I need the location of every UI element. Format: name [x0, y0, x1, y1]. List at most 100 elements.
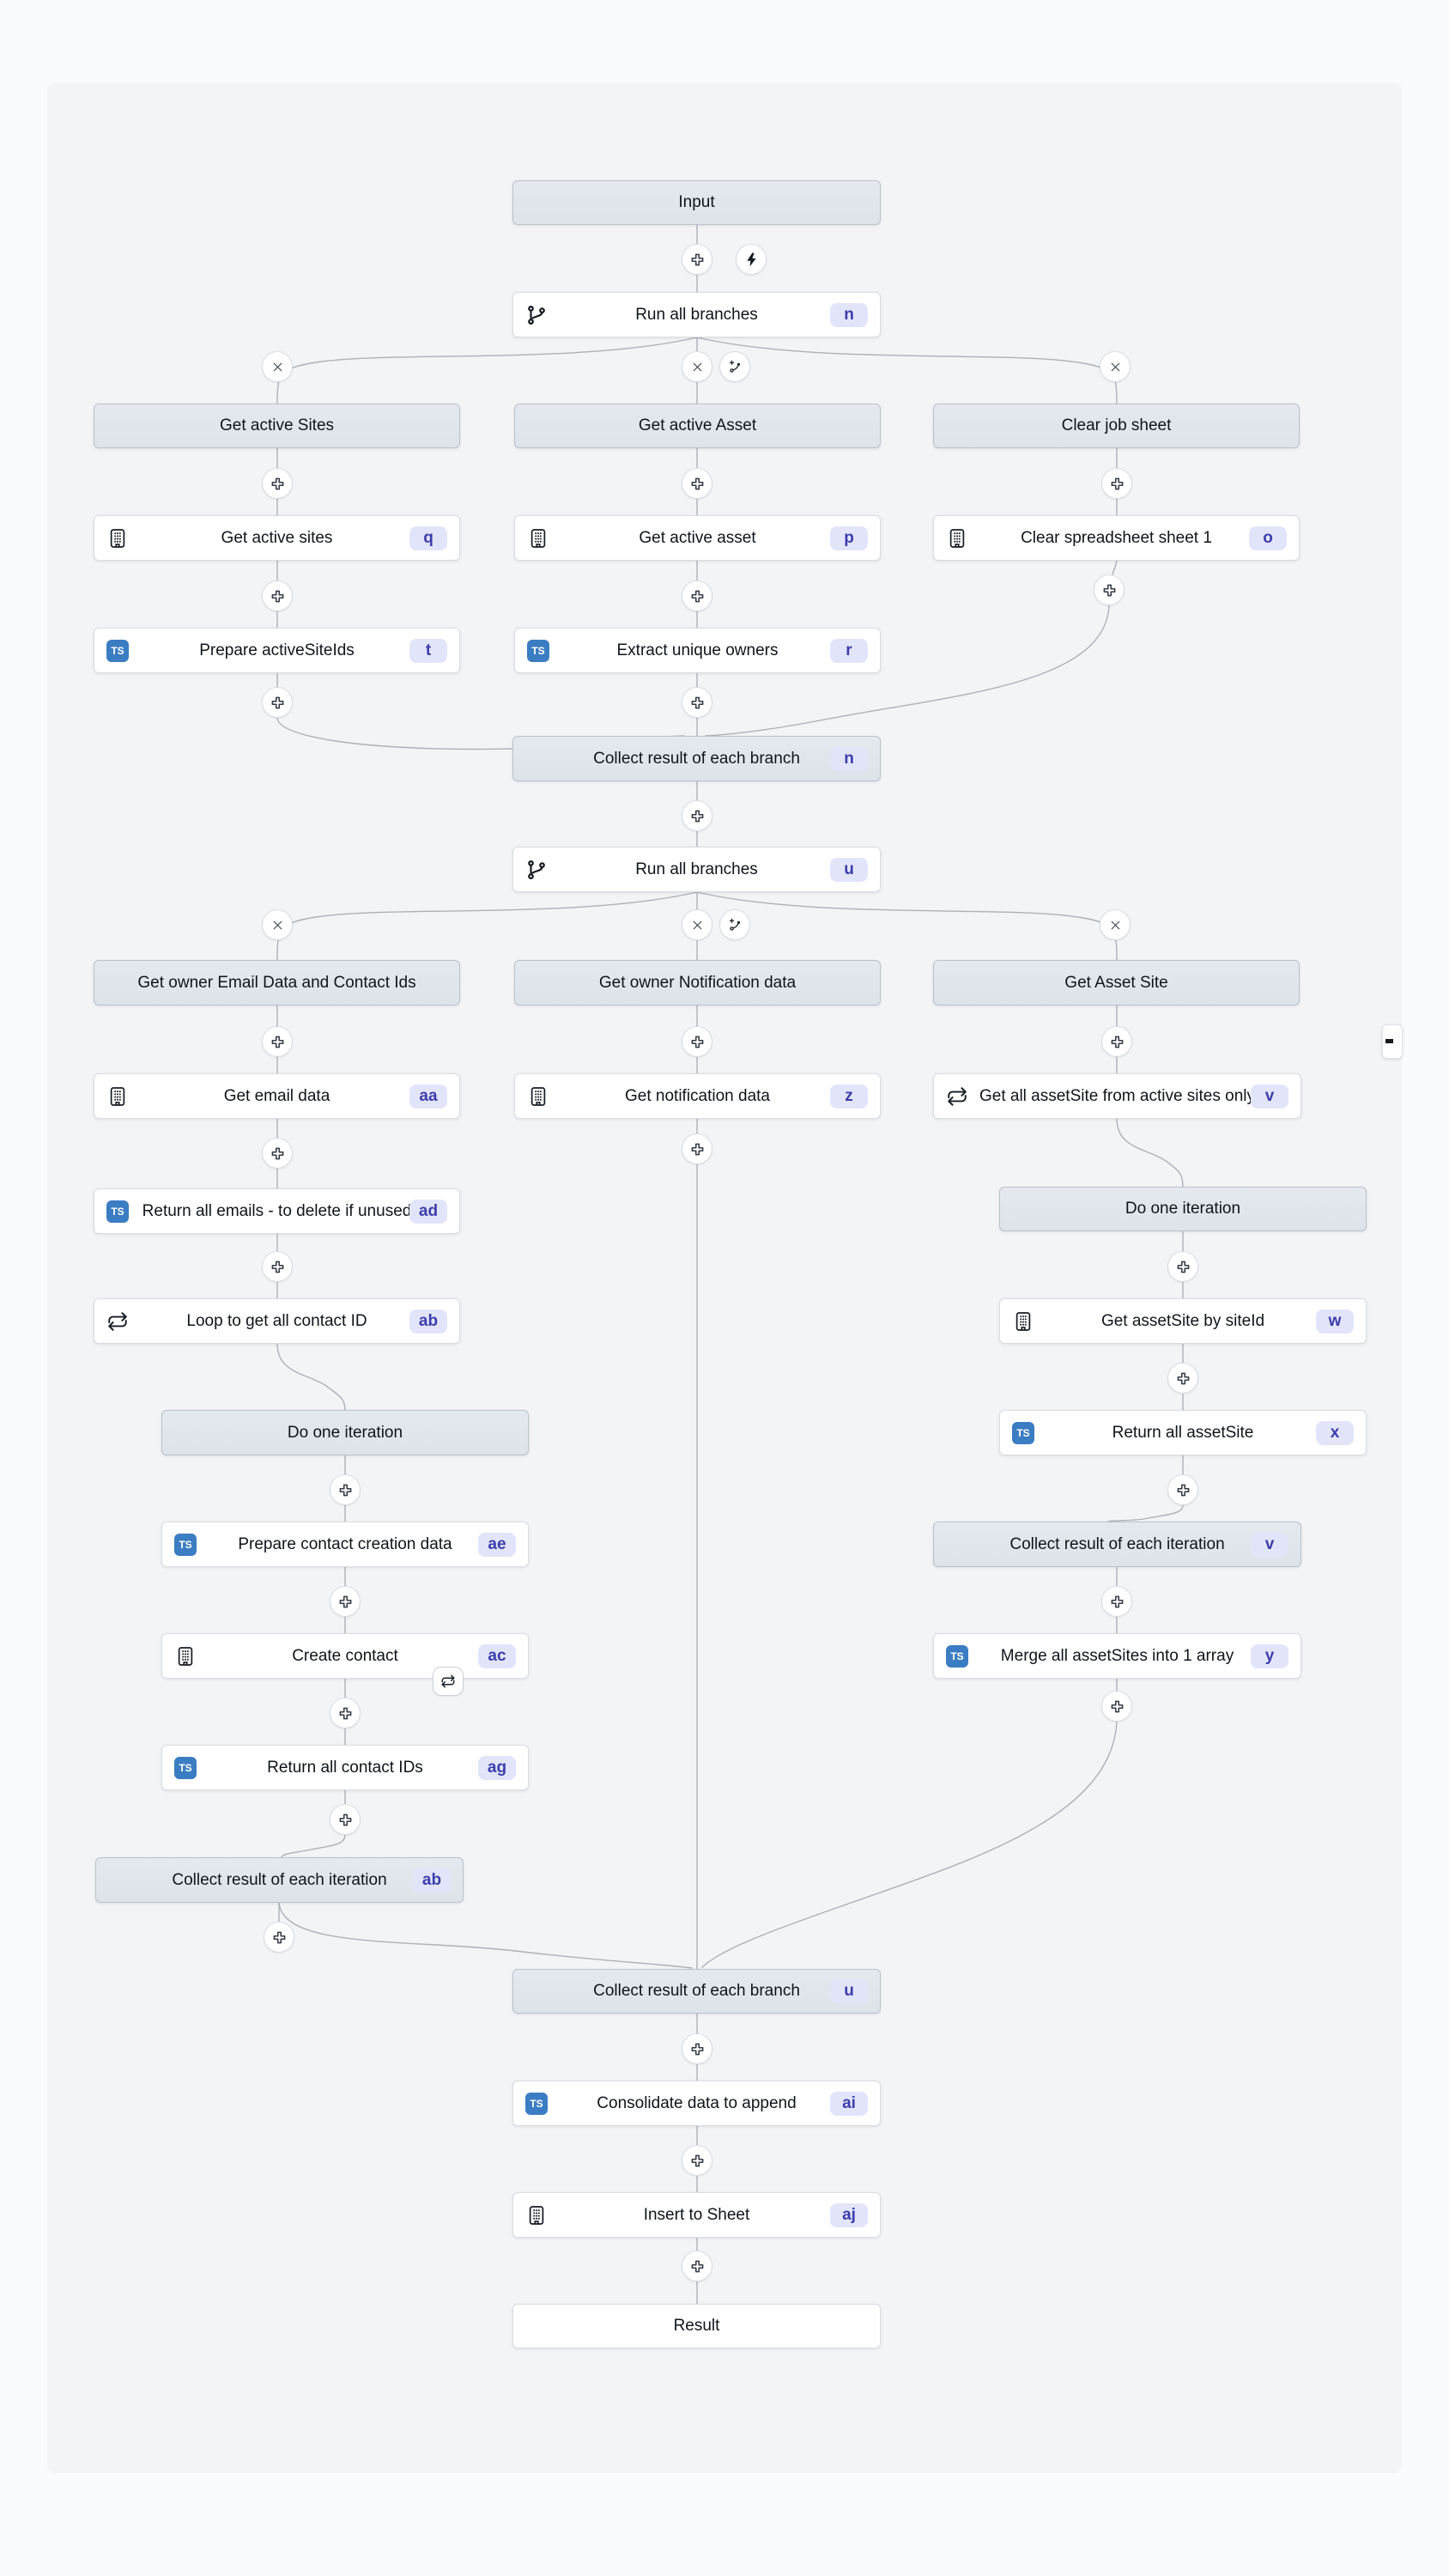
node-get-email-data[interactable]: Get email data aa: [94, 1073, 460, 1119]
node-get-notification-data[interactable]: Get notification data z: [514, 1073, 881, 1119]
branch-header-get-active-asset[interactable]: Get active Asset: [514, 404, 881, 448]
add-step-button[interactable]: [262, 1026, 293, 1057]
add-step-button[interactable]: [682, 800, 712, 831]
git-branch-icon: [528, 860, 545, 879]
node-extract-unique-owners[interactable]: TS Extract unique owners r: [514, 628, 881, 673]
node-get-active-sites[interactable]: Get active sites q: [94, 515, 460, 561]
branch-header-get-owner-email-data[interactable]: Get owner Email Data and Contact Ids: [94, 960, 460, 1005]
step-badge: ag: [478, 1755, 516, 1780]
add-step-button[interactable]: [330, 1698, 361, 1728]
node-insert-to-sheet[interactable]: Insert to Sheet aj: [512, 2192, 881, 2238]
node-prepare-contact-creation-data[interactable]: TS Prepare contact creation data ae: [161, 1522, 529, 1567]
spreadsheet-icon: [530, 528, 546, 548]
branch-header-clear-job-sheet[interactable]: Clear job sheet: [933, 404, 1300, 448]
add-step-button[interactable]: [682, 1026, 712, 1057]
delete-branch-button[interactable]: [682, 351, 712, 382]
add-step-button[interactable]: [262, 1251, 293, 1282]
node-label: Input: [678, 193, 715, 211]
node-consolidate-data-to-append[interactable]: TS Consolidate data to append ai: [512, 2081, 881, 2126]
delete-branch-button[interactable]: [1100, 351, 1131, 382]
add-step-button[interactable]: [682, 2251, 712, 2281]
node-run-all-branches-1[interactable]: Run all branches n: [512, 292, 881, 337]
node-get-active-asset[interactable]: Get active asset p: [514, 515, 881, 561]
add-step-button[interactable]: [262, 687, 293, 718]
typescript-icon: TS: [946, 1644, 968, 1668]
add-step-button[interactable]: [1094, 574, 1125, 605]
step-badge: aj: [830, 2202, 868, 2227]
delete-branch-button[interactable]: [1100, 909, 1131, 940]
node-prepare-activesiteids[interactable]: TS Prepare activeSiteIds t: [94, 628, 460, 673]
node-clear-spreadsheet-sheet-1[interactable]: Clear spreadsheet sheet 1 o: [933, 515, 1300, 561]
plus-icon: [339, 1484, 351, 1496]
retry-loop-indicator[interactable]: [433, 1667, 464, 1696]
add-branch-button[interactable]: [719, 909, 750, 940]
step-badge: u: [830, 857, 868, 882]
node-collect-result-iteration-right[interactable]: Collect result of each iteration v: [933, 1522, 1301, 1567]
add-step-button[interactable]: [330, 1804, 361, 1835]
node-label: Collect result of each branch: [593, 749, 800, 768]
node-return-all-contact-ids[interactable]: TS Return all contact IDs ag: [161, 1745, 529, 1790]
step-badge: ad: [409, 1199, 447, 1224]
step-badge: z: [830, 1084, 868, 1109]
branch-header-get-owner-notification-data[interactable]: Get owner Notification data: [514, 960, 881, 1005]
node-input[interactable]: Input: [512, 180, 881, 225]
add-step-button[interactable]: [262, 580, 293, 611]
typescript-icon: TS: [106, 1200, 129, 1223]
delete-branch-button[interactable]: [262, 909, 293, 940]
node-collect-result-branch-1[interactable]: Collect result of each branch n: [512, 736, 881, 781]
add-step-button[interactable]: [1101, 468, 1132, 499]
add-step-button[interactable]: [682, 2033, 712, 2064]
node-return-all-emails[interactable]: TS Return all emails - to delete if unus…: [94, 1188, 460, 1234]
node-label: Collect result of each branch: [593, 1982, 800, 2000]
add-step-button[interactable]: [330, 1586, 361, 1617]
node-loop-to-get-all-contact-id[interactable]: Loop to get all contact ID ab: [94, 1298, 460, 1344]
add-step-button[interactable]: [682, 244, 712, 275]
node-collect-result-branch-2[interactable]: Collect result of each branch u: [512, 1969, 881, 2014]
run-trigger-button[interactable]: [736, 244, 767, 275]
add-step-button[interactable]: [1167, 1251, 1198, 1282]
add-step-button[interactable]: [1167, 1363, 1198, 1394]
add-step-button[interactable]: [682, 687, 712, 718]
add-step-button[interactable]: [330, 1474, 361, 1505]
node-label: Collect result of each iteration: [1009, 1534, 1225, 1553]
loop-icon: [108, 1311, 127, 1331]
node-collect-result-iteration-left[interactable]: Collect result of each iteration ab: [95, 1857, 464, 1903]
add-step-button[interactable]: [1101, 1691, 1132, 1722]
spreadsheet-icon: [949, 528, 965, 548]
branch-header-get-active-sites[interactable]: Get active Sites: [94, 404, 460, 448]
node-label: Prepare contact creation data: [238, 1534, 452, 1553]
add-step-button[interactable]: [262, 1138, 293, 1169]
add-step-button[interactable]: [1167, 1474, 1198, 1505]
plus-icon: [339, 1814, 351, 1826]
add-step-button[interactable]: [682, 2145, 712, 2176]
group-header-do-one-iteration-right[interactable]: Do one iteration: [999, 1187, 1367, 1231]
delete-branch-button[interactable]: [682, 909, 712, 940]
node-label: Return all contact IDs: [267, 1758, 423, 1777]
branch-header-get-asset-site[interactable]: Get Asset Site: [933, 960, 1300, 1005]
node-merge-all-assetsites[interactable]: TS Merge all assetSites into 1 array y: [933, 1633, 1301, 1679]
delete-branch-button[interactable]: [262, 351, 293, 382]
add-step-button[interactable]: [1101, 1586, 1132, 1617]
x-icon: [273, 362, 282, 371]
typescript-icon: TS: [174, 1756, 197, 1779]
add-step-button[interactable]: [682, 468, 712, 499]
add-step-button[interactable]: [682, 1133, 712, 1164]
node-get-all-assetsite[interactable]: Get all assetSite from active sites only…: [933, 1073, 1301, 1119]
node-result[interactable]: Result: [512, 2304, 881, 2348]
node-get-assetsite-by-siteid[interactable]: Get assetSite by siteId w: [999, 1298, 1367, 1344]
node-run-all-branches-2[interactable]: Run all branches u: [512, 847, 881, 892]
plus-icon: [271, 1147, 283, 1159]
plus-icon: [271, 696, 283, 708]
add-branch-button[interactable]: [719, 351, 750, 382]
add-step-button[interactable]: [682, 580, 712, 611]
node-label: Run all branches: [635, 305, 758, 324]
node-create-contact[interactable]: Create contact ac: [161, 1633, 529, 1679]
typescript-icon: TS: [106, 639, 129, 662]
add-step-button[interactable]: [1101, 1026, 1132, 1057]
add-step-button[interactable]: [264, 1922, 294, 1953]
node-return-all-assetsite[interactable]: TS Return all assetSite x: [999, 1410, 1367, 1455]
group-header-do-one-iteration-left[interactable]: Do one iteration: [161, 1410, 529, 1455]
add-step-button[interactable]: [262, 468, 293, 499]
